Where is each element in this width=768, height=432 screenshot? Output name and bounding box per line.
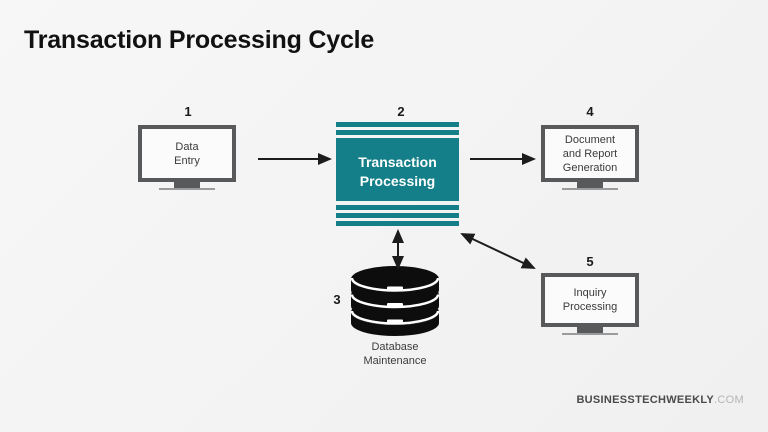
step-number-5: 5 [586, 254, 594, 269]
tp-stripe-top-2 [336, 130, 459, 135]
inquiry-processing-screen: Inquiry Processing [541, 273, 639, 327]
tp-body: Transaction Processing [336, 143, 459, 201]
tp-stripe-bottom-1 [336, 205, 459, 210]
monitor-neck [577, 182, 603, 188]
node-data-entry[interactable]: Data Entry [138, 125, 236, 190]
step-number-4: 4 [586, 104, 594, 119]
data-entry-screen: Data Entry [138, 125, 236, 182]
document-report-screen: Document and Report Generation [541, 125, 639, 182]
step-number-3: 3 [333, 292, 341, 307]
document-report-label: Document and Report Generation [562, 133, 618, 174]
step-number-1: 1 [184, 104, 192, 119]
monitor-base [159, 188, 215, 190]
tp-stripe-top-3 [336, 138, 459, 143]
node-document-report-generation[interactable]: Document and Report Generation [541, 125, 639, 190]
monitor-neck [577, 327, 603, 333]
monitor-neck [174, 182, 200, 188]
arrow-processing-to-inquiry [460, 233, 536, 269]
transaction-processing-label: Transaction Processing [358, 154, 437, 189]
page-title: Transaction Processing Cycle [24, 26, 375, 54]
monitor-base [562, 188, 618, 190]
data-entry-label: Data Entry [174, 140, 200, 167]
node-transaction-processing[interactable]: Transaction Processing [336, 122, 459, 226]
node-database-maintenance[interactable]: Database Maintenance [349, 266, 441, 367]
watermark-brand: BUSINESSTECHWEEKLY [576, 394, 715, 406]
tp-stripe-top-1 [336, 122, 459, 127]
node-inquiry-processing[interactable]: Inquiry Processing [541, 273, 639, 335]
database-icon [350, 266, 440, 336]
tp-stripe-bottom-2 [336, 213, 459, 218]
inquiry-processing-label: Inquiry Processing [562, 287, 618, 313]
monitor-base [562, 333, 618, 335]
database-maintenance-label: Database Maintenance [363, 341, 427, 367]
watermark: BUSINESSTECHWEEKLY.COM [576, 394, 744, 406]
tp-stripe-bottom-3 [336, 221, 459, 226]
step-number-2: 2 [397, 104, 405, 119]
watermark-tld: .COM [714, 394, 744, 406]
